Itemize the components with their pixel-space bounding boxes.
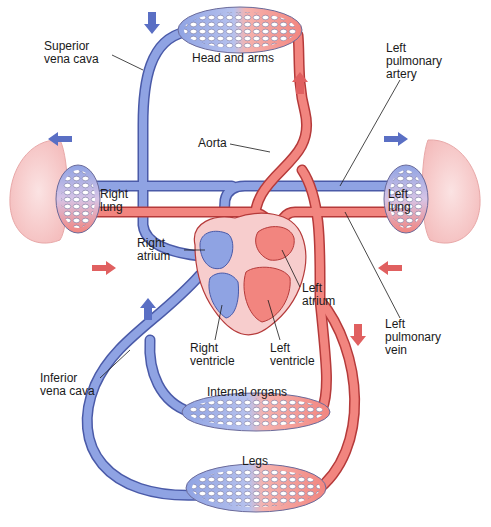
leg-cells [192,469,320,507]
part-label: Internal organs [207,386,307,399]
part-label: Left pulmonary artery [386,42,458,81]
superior-vena-cava [143,32,200,256]
part-label: Right atrium [137,237,183,263]
left-lung-capillary-bed [384,165,428,233]
leader-line [184,250,205,251]
right-lung-cells [61,170,95,228]
leader-line [268,300,280,340]
right-lung-capillary-bed [56,165,100,233]
leg-capillary-bed [186,464,326,512]
left-lung-tissue [422,140,480,243]
part-label: Superior vena cava [44,40,114,66]
part-label: Right ventricle [190,342,250,368]
organ-vein [150,340,190,412]
left-atrium-chamber [256,227,295,261]
leader-line [100,350,130,378]
leg-artery [315,300,355,492]
part-label: Inferior vena cava [40,372,104,398]
leader-line [230,144,270,152]
head-capillary-cells [184,12,296,48]
blue-arrow-up [140,298,156,320]
part-label: Left pulmonary vein [385,318,457,357]
blue-arrow-right [384,132,408,146]
organ-vein [150,340,190,412]
red-arrow-down [350,324,366,346]
artery-fills [95,35,388,492]
red-arrow-up [292,72,308,94]
part-label: Aorta [198,137,238,150]
part-label: Head and arms [192,52,292,65]
part-label: Left ventricle [270,342,330,368]
left-ventricle-chamber [244,267,290,322]
superior-vena-cava [143,32,200,256]
red-arrow-right [92,261,116,275]
right-ventricle-chamber [209,273,239,318]
blue-arrow-left [48,132,72,146]
leader-line [282,250,300,287]
leader-lines [100,55,400,378]
head-capillary-bed [178,7,302,53]
inferior-vena-cava [87,275,200,495]
flow-arrows [48,12,408,346]
red-arrow-left [378,261,402,275]
artery-outlines [95,35,388,492]
organ-cells [188,398,324,426]
heart [194,213,305,335]
leader-line [215,305,222,340]
part-label: Right lung [100,188,140,214]
vein-fills [87,32,388,495]
part-label: Left atrium [302,282,348,308]
leader-line [340,80,400,186]
leader-line [345,212,400,318]
blue-arrow-down [144,12,160,34]
inferior-vena-cava [87,275,200,495]
leader-line [112,55,143,70]
part-label: Left lung [388,188,428,214]
vein-outlines [87,32,388,495]
part-label: Legs [242,455,282,468]
